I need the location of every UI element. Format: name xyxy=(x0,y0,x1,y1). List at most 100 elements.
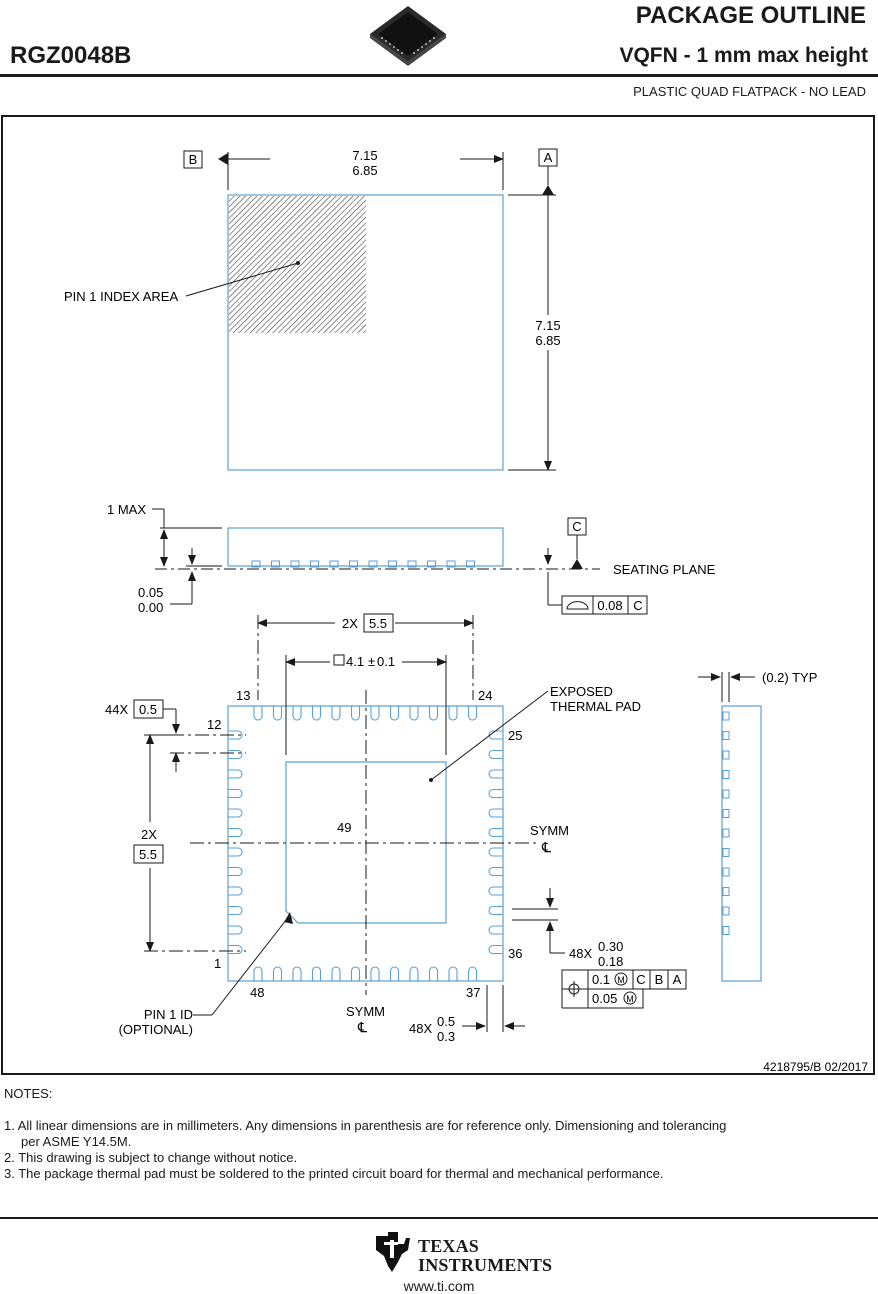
lead-pad-top xyxy=(331,706,341,721)
lead-pad-left xyxy=(228,749,243,760)
package-outline-drawing: B 7.15 6.85 A 7.15 6.85 PIN 1 INDEX AREA… xyxy=(64,148,868,1074)
side-lead-right xyxy=(722,828,730,838)
side-lead-right xyxy=(722,926,730,935)
centerline-right: ℄ xyxy=(541,839,551,855)
thermal-pad-tol: 0.1 xyxy=(377,654,395,669)
pin-24: 24 xyxy=(478,688,492,703)
lead-pad-right xyxy=(488,827,503,838)
lead-pad-right xyxy=(488,886,503,896)
profile-view: 1 MAX 0.05 0.00 C SEATING PLANE 0.08 C xyxy=(107,502,716,615)
pitch-value: 0.5 xyxy=(139,702,157,717)
side-lead-right xyxy=(722,789,730,799)
pin1-id-label-2: (OPTIONAL) xyxy=(119,1022,193,1037)
lead-pad-bottom xyxy=(448,966,458,981)
lead-pad-right xyxy=(488,905,503,916)
side-lead-right xyxy=(722,731,730,740)
lead-pad-left xyxy=(228,886,243,896)
seating-plane-label: SEATING PLANE xyxy=(613,562,716,577)
header-rule xyxy=(0,74,878,77)
side-span-prefix: 2X xyxy=(141,827,157,842)
ti-logo-text: TEXAS INSTRUMENTS xyxy=(418,1237,552,1275)
pin-1: 1 xyxy=(214,956,221,971)
position-tol-2: 0.05 xyxy=(592,991,617,1006)
lead-pad-bottom xyxy=(292,966,302,981)
website-link[interactable]: www.ti.com xyxy=(403,1278,475,1294)
side-lead xyxy=(349,560,358,568)
square-symbol xyxy=(333,654,345,666)
lead-pad-top xyxy=(350,706,361,721)
lead-pad-left xyxy=(228,847,243,857)
side-lead xyxy=(290,560,300,568)
side-lead-right xyxy=(722,906,730,916)
package-code: RGZ0048B xyxy=(10,42,132,69)
lead-pad-top xyxy=(389,706,400,721)
package-body-side xyxy=(227,527,504,567)
pad-span-value: 5.5 xyxy=(369,616,387,631)
logo-line-2: INSTRUMENTS xyxy=(418,1255,553,1275)
width-min: 6.85 xyxy=(352,163,377,178)
lead-pad-top xyxy=(272,706,283,721)
lead-pad-left xyxy=(228,730,243,740)
drawing-frame xyxy=(1,115,875,1075)
lead-pad-top xyxy=(311,706,322,721)
position-frame-2 xyxy=(587,988,644,1009)
notes-heading: NOTES: xyxy=(4,1086,53,1101)
footer-rule xyxy=(0,1217,878,1219)
lead-pad-right xyxy=(488,925,503,935)
width-max: 7.15 xyxy=(352,148,377,163)
package-3d-icon xyxy=(370,6,446,66)
thermal-pad xyxy=(285,761,447,924)
pin-36: 36 xyxy=(508,946,522,961)
package-body-top xyxy=(227,194,504,471)
modifier-m-2: M xyxy=(626,994,634,1004)
lead-pad-right xyxy=(488,749,503,760)
lead-pad-right xyxy=(488,769,503,779)
pin1-index-label: PIN 1 INDEX AREA xyxy=(64,289,178,304)
lead-pad-right xyxy=(488,866,503,877)
package-subtitle: VQFN - 1 mm max height xyxy=(619,44,868,67)
package-type: PLASTIC QUAD FLATPACK - NO LEAD xyxy=(633,84,866,99)
lead-length-min: 0.3 xyxy=(437,1029,455,1044)
lead-pad-bottom xyxy=(272,966,283,981)
pin-37: 37 xyxy=(466,985,480,1000)
exposed-pad-label-2: THERMAL PAD xyxy=(550,699,641,714)
side-lead-right xyxy=(722,809,730,818)
datum-b-box xyxy=(183,150,203,169)
lead-pad-left xyxy=(228,788,243,799)
lead-pad-top xyxy=(409,706,419,721)
bottom-view: 2X 5.5 4.1 ± 0.1 13 24 12 25 49 1 36 48 … xyxy=(105,613,687,1044)
side-lead xyxy=(388,560,397,568)
position-tol-1: 0.1 xyxy=(592,972,610,987)
exposed-pad-label-1: EXPOSED xyxy=(550,684,613,699)
lead-pad-right xyxy=(488,808,503,818)
position-datum-c: C xyxy=(636,972,645,987)
side-leads xyxy=(251,560,475,568)
lead-pad-right xyxy=(488,730,503,740)
pitch-prefix: 44X xyxy=(105,702,128,717)
height-max: 7.15 xyxy=(535,318,560,333)
pin-13: 13 xyxy=(236,688,250,703)
lead-width-min: 0.18 xyxy=(598,954,623,969)
page-title: PACKAGE OUTLINE xyxy=(635,2,866,29)
lead-pad-left xyxy=(228,866,243,877)
top-view: B 7.15 6.85 A 7.15 6.85 PIN 1 INDEX AREA xyxy=(64,148,561,471)
lead-length-max: 0.5 xyxy=(437,1014,455,1029)
side-lead xyxy=(310,560,319,568)
lead-pad-left xyxy=(228,944,243,955)
lead-pad-left xyxy=(228,925,243,935)
profile-surface-icon xyxy=(566,601,589,610)
side-lead xyxy=(329,560,339,568)
side-view-right: (0.2) TYP xyxy=(698,670,817,982)
pin-25: 25 xyxy=(508,728,522,743)
lead-pad-top xyxy=(448,706,458,721)
lead-pad-bottom xyxy=(409,966,419,981)
max-height-label: 1 MAX xyxy=(107,502,146,517)
position-datum-a: A xyxy=(673,972,682,987)
side-span-value: 5.5 xyxy=(139,847,157,862)
modifier-m-1: M xyxy=(617,975,625,985)
lead-pad-left xyxy=(228,769,243,779)
lead-pad-bottom xyxy=(370,966,380,981)
side-lead xyxy=(251,560,261,568)
standoff-min: 0.00 xyxy=(138,600,163,615)
notes-section: NOTES: 1. All linear dimensions are in m… xyxy=(4,1086,726,1182)
